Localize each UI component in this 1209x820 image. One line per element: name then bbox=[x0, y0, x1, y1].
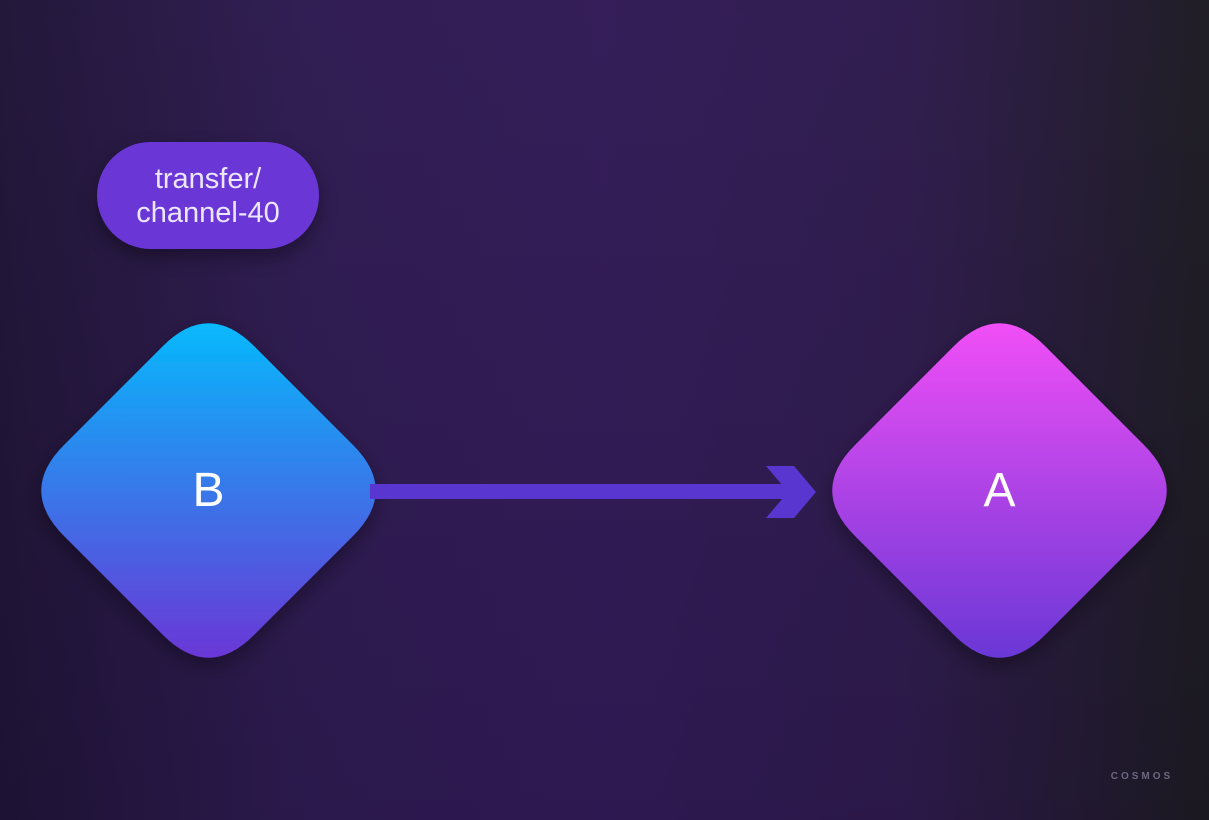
node-b-label: B bbox=[192, 464, 225, 517]
packet-flow-arrow bbox=[370, 466, 816, 518]
node-b-diamond-shape bbox=[41, 323, 376, 658]
chain-node-a: A bbox=[832, 323, 1167, 658]
node-a-diamond-shape bbox=[832, 323, 1167, 658]
node-a-label: A bbox=[983, 464, 1016, 517]
channel-id-label: channel-40 bbox=[136, 196, 280, 229]
cosmos-logo: COSMOS bbox=[1110, 771, 1174, 782]
chain-node-b: B bbox=[41, 323, 376, 658]
channel-port-label: transfer/ bbox=[154, 162, 262, 195]
channel-badge: transfer/ channel-40 bbox=[97, 142, 319, 249]
